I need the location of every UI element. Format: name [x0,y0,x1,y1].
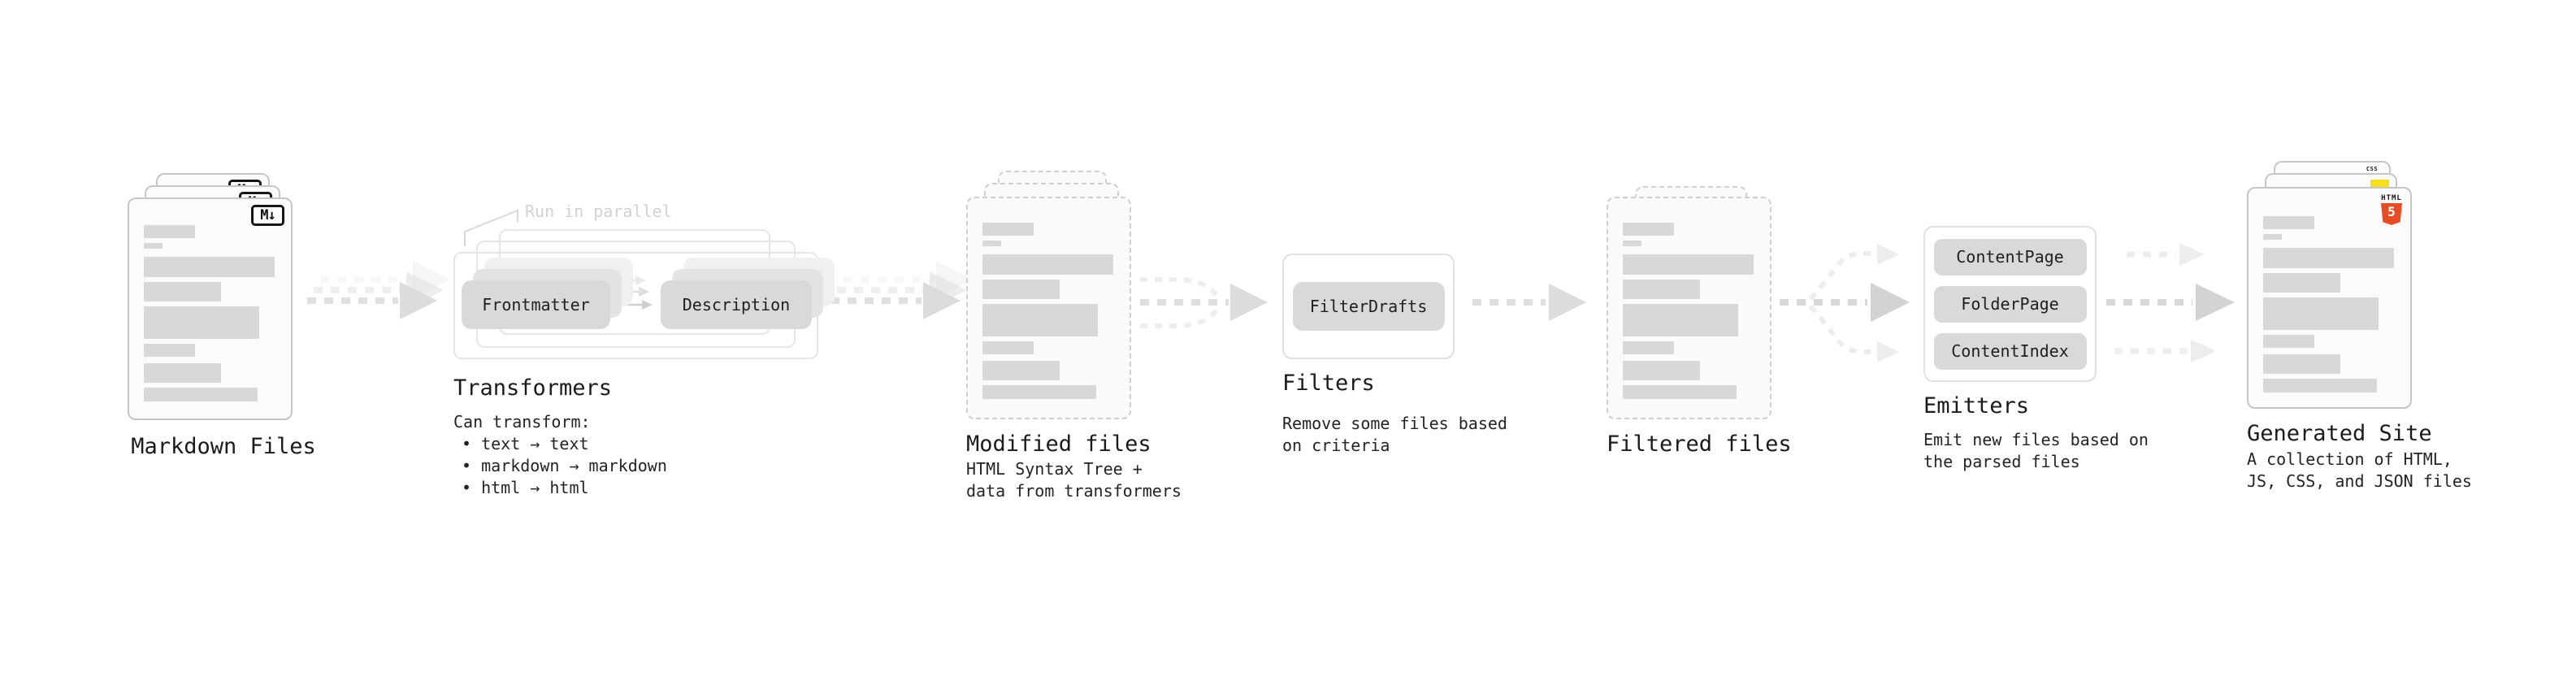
text-line-bar [144,344,195,357]
file-card [1607,197,1772,419]
file-content-skeleton [144,225,275,401]
text-line-bar [144,363,221,383]
file-card-html: HTML 5 [2247,187,2412,409]
generated-site-section: CSS HTML 5 [2247,161,2412,409]
text-line-bar [1623,280,1700,299]
text-line-bar [144,282,221,301]
content-index-pill: ContentIndex [1933,332,2087,370]
transformers-capabilities: Can transform: • text → text • markdown … [453,411,667,499]
modified-files-description: HTML Syntax Tree + data from transformer… [966,458,1182,502]
text-line-bar [2263,354,2340,374]
text-line-bar [982,241,1001,246]
description-line: JS, CSS, and JSON files [2247,471,2472,491]
arrow-markdown-to-transformers [307,261,450,319]
text-line-bar [1623,241,1641,246]
text-line-bar [144,257,275,277]
run-in-parallel-annotation: Run in parallel [525,202,672,221]
text-line-bar [2263,335,2314,348]
text-line-bar [982,254,1113,275]
content-page-pill: ContentPage [1933,238,2087,275]
text-line-bar [1623,385,1737,399]
file-content-skeleton [2263,216,2394,393]
text-line-bar [1623,341,1674,354]
text-line-bar [982,304,1098,336]
text-line-bar [1623,254,1754,275]
text-line-bar [144,243,163,249]
html5-icon: HTML 5 [2381,194,2402,225]
modified-files-section [966,171,1131,419]
text-line-bar [982,223,1034,236]
markdown-files-label: Markdown Files [131,434,316,459]
file-card [966,197,1131,419]
arrow-filtered-to-emitters-fanout [1780,244,1910,362]
description-line: Emit new files based on [1923,430,2149,449]
filter-drafts-pill: FilterDrafts [1292,282,1445,331]
filters-heading: Filters [1282,371,1375,396]
arrow-modified-to-filters-merge [1140,277,1268,328]
text-line-bar [2263,216,2314,229]
arrow-transformers-to-modified [830,261,974,319]
bullet-line: • html → html [462,478,589,497]
text-line-bar [2263,248,2394,268]
text-line-bar [2263,234,2282,240]
filters-box: FilterDrafts [1282,254,1455,359]
frontmatter-pill: Frontmatter [462,280,610,329]
text-line-bar [1623,223,1674,236]
bullet-line: • text → text [462,434,589,453]
filters-description: Remove some files based on criteria [1282,413,1507,457]
emitters-box: ContentPage FolderPage ContentIndex [1923,226,2097,382]
description-line: the parsed files [1923,452,2080,471]
folder-page-pill: FolderPage [1933,285,2087,323]
generated-site-description: A collection of HTML, JS, CSS, and JSON … [2247,449,2472,492]
markdown-files-section: M↓ M↓ M↓ [128,173,293,420]
text-line-bar [2263,297,2379,330]
emitters-description: Emit new files based on the parsed files [1923,429,2149,473]
text-line-bar [982,385,1097,399]
text-line-bar [982,361,1060,380]
css-icon-label: CSS [2366,166,2379,172]
text-line-bar [1623,361,1700,380]
file-content-skeleton [1623,223,1754,399]
html5-icon-number: 5 [2387,204,2396,219]
filtered-files-label: Filtered files [1607,432,1792,457]
description-line: HTML Syntax Tree + [966,459,1143,479]
modified-files-label: Modified files [966,432,1151,457]
text-line-bar [982,341,1034,354]
description-pill: Description [661,280,812,329]
filtered-files-section [1607,186,1772,419]
html5-icon-label: HTML [2381,194,2402,202]
file-card: M↓ [128,197,293,420]
emitters-heading: Emitters [1923,393,2030,419]
generated-site-label: Generated Site [2247,421,2432,446]
text-line-bar [144,225,195,238]
text-line-bar [2263,273,2340,293]
markdown-badge-icon: M↓ [251,205,284,226]
arrow-filters-to-filtered [1472,284,1586,321]
text-line-bar [144,306,259,339]
capabilities-intro: Can transform: [453,412,591,432]
text-line-bar [144,388,258,401]
transformers-heading: Transformers [453,375,613,401]
text-line-bar [1623,304,1738,336]
bullet-line: • markdown → markdown [462,456,667,475]
file-content-skeleton [982,223,1113,399]
description-line: A collection of HTML, [2247,449,2452,469]
description-line: data from transformers [966,481,1182,501]
html5-icon-shield: 5 [2381,203,2402,225]
text-line-bar [982,280,1060,299]
description-line: Remove some files based [1282,414,1507,433]
text-line-bar [2263,379,2378,393]
arrows-emitters-to-generated [2106,243,2235,362]
description-line: on criteria [1282,436,1390,455]
